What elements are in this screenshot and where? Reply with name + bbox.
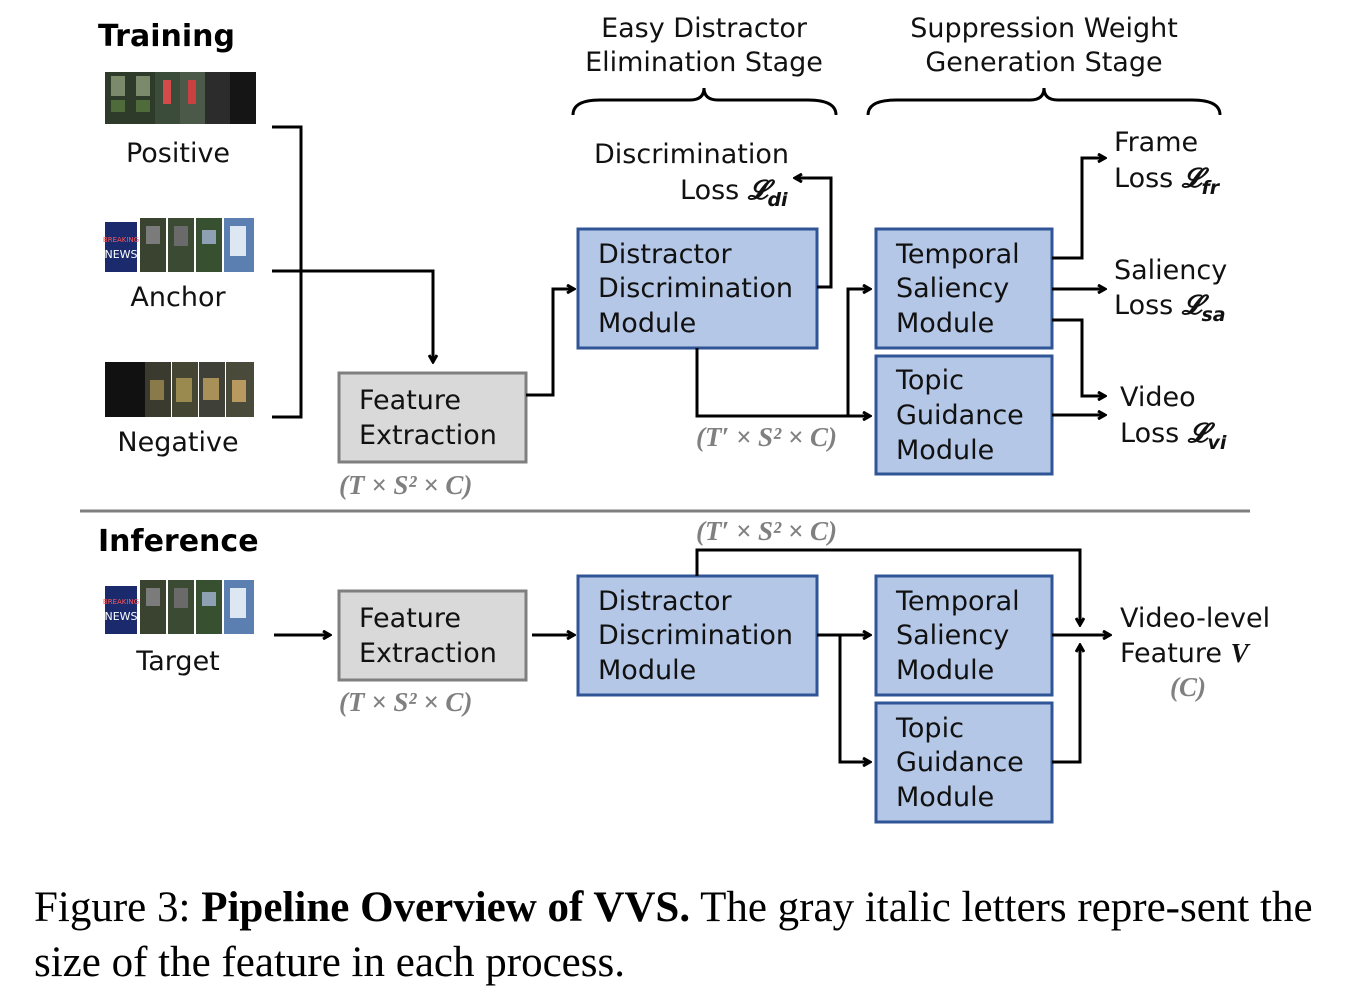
target-news-badge-top: BREAKING [103,598,139,606]
train-tsm-label-3: Module [896,308,994,339]
train-feature-extraction-box [337,371,528,464]
video-loss-label-1: Video [1120,382,1196,413]
infer-tgm-label-1: Topic [895,713,964,744]
supp-stage-label: Suppression Weight [910,13,1178,44]
output-dim: (C) [1170,672,1206,702]
output-label-2: Feature V [1120,638,1251,669]
train-tgm-label-1: Topic [895,365,964,396]
anchor-label: Anchor [130,282,226,313]
pipeline-diagram: Training Inference Easy Distractor Elimi… [80,13,1270,824]
saliency-loss-label-1: Saliency [1114,255,1227,286]
frame-loss-label-1: Frame [1114,127,1198,158]
figure-caption: Figure 3: Pipeline Overview of VVS. The … [34,880,1334,990]
disc-loss-subscript: di [767,189,788,211]
caption-bold-title: Pipeline Overview of VVS. [201,884,691,931]
output-label-1: Video-level [1120,603,1270,634]
anchor-video-thumbnails: BREAKING NEWS [103,218,254,272]
train-tgm-label-2: Guidance [896,400,1024,431]
train-split-to-tsm-arrow [846,289,870,416]
saliency-loss-subscript: sa [1201,304,1225,326]
frame-loss-label-2: Loss 𝓛fr [1114,163,1221,199]
news-badge-top: BREAKING [103,236,139,244]
train-tsm-box [874,227,1054,350]
train-ddm-label-3: Module [598,308,696,339]
train-tgm-label-3: Module [896,435,994,466]
infer-tgm-box [874,701,1054,824]
video-loss-subscript: vi [1207,432,1226,454]
infer-feature-dim: (T × S² × C) [339,687,472,717]
train-tgm-box [874,354,1054,476]
train-tsm-label-1: Temporal [895,239,1020,270]
ddm-to-disc-loss-arrow [795,178,833,289]
disc-loss-prefix: Loss [680,175,748,206]
output-symbol: V [1231,638,1251,668]
infer-tsm-box [874,574,1054,697]
output-prefix: Feature [1120,638,1231,669]
positive-label: Positive [126,138,230,169]
train-fe-to-ddm-arrow [526,289,574,397]
infer-tgm-to-output-arrow [1052,645,1080,764]
positive-video-thumbnails [105,72,256,124]
infer-feature-label-2: Extraction [359,638,497,669]
easy-stage-label-2: Elimination Stage [585,47,823,78]
news-badge-bottom: NEWS [104,248,137,261]
anchor-to-feature-arrow [272,269,433,362]
train-feature-label-1: Feature [359,385,461,416]
target-video-thumbnails: BREAKING NEWS [103,580,254,634]
infer-feature-extraction-box [337,589,528,682]
supp-stage-brace [866,87,1222,116]
video-loss-prefix: Loss [1120,418,1188,449]
train-ddm-label-2: Discrimination [598,273,793,304]
negative-video-thumbnails [105,362,254,417]
target-news-badge-bottom: NEWS [104,610,137,623]
infer-tgm-label-3: Module [896,782,994,813]
easy-stage-brace [571,87,838,116]
train-tsm-label-2: Saliency [896,273,1009,304]
saliency-loss-prefix: Loss [1114,290,1182,321]
video-loss-label-2: Loss 𝓛vi [1120,418,1227,454]
tsm-to-video-loss-arrow [1052,318,1105,396]
infer-tgm-label-2: Guidance [896,747,1024,778]
infer-ddm-skip-arrow [695,548,1080,625]
infer-split-to-tgm-arrow [838,635,870,762]
train-reduced-dim: (T′ × S² × C) [696,422,837,452]
training-heading: Training [98,19,235,54]
inference-heading: Inference [98,524,259,559]
frame-loss-prefix: Loss [1114,163,1182,194]
infer-tsm-label-1: Temporal [895,586,1020,617]
infer-ddm-label-2: Discrimination [598,620,793,651]
negative-label: Negative [117,427,238,458]
caption-text: The gray italic letters repre-sent the s… [34,884,1313,986]
train-ddm-to-modules-arrow [695,348,870,416]
infer-tsm-label-3: Module [896,655,994,686]
tsm-to-frame-loss-arrow [1052,158,1105,260]
easy-stage-label: Easy Distractor [601,13,808,44]
train-feature-dim: (T × S² × C) [339,470,472,500]
frame-loss-subscript: fr [1201,177,1220,199]
infer-ddm-label-3: Module [598,655,696,686]
infer-ddm-label-1: Distractor [598,586,733,617]
infer-feature-label-1: Feature [359,603,461,634]
caption-prefix: Figure 3: [34,884,202,931]
infer-reduced-dim: (T′ × S² × C) [696,516,837,546]
infer-tsm-label-2: Saliency [896,620,1009,651]
saliency-loss-label-2: Loss 𝓛sa [1114,290,1226,326]
train-ddm-label-1: Distractor [598,239,733,270]
target-label: Target [135,646,220,677]
disc-loss-label-2: Loss 𝓛di [680,175,788,211]
train-feature-label-2: Extraction [359,420,497,451]
supp-stage-label-2: Generation Stage [925,47,1162,78]
disc-loss-label-1: Discrimination [594,139,789,170]
